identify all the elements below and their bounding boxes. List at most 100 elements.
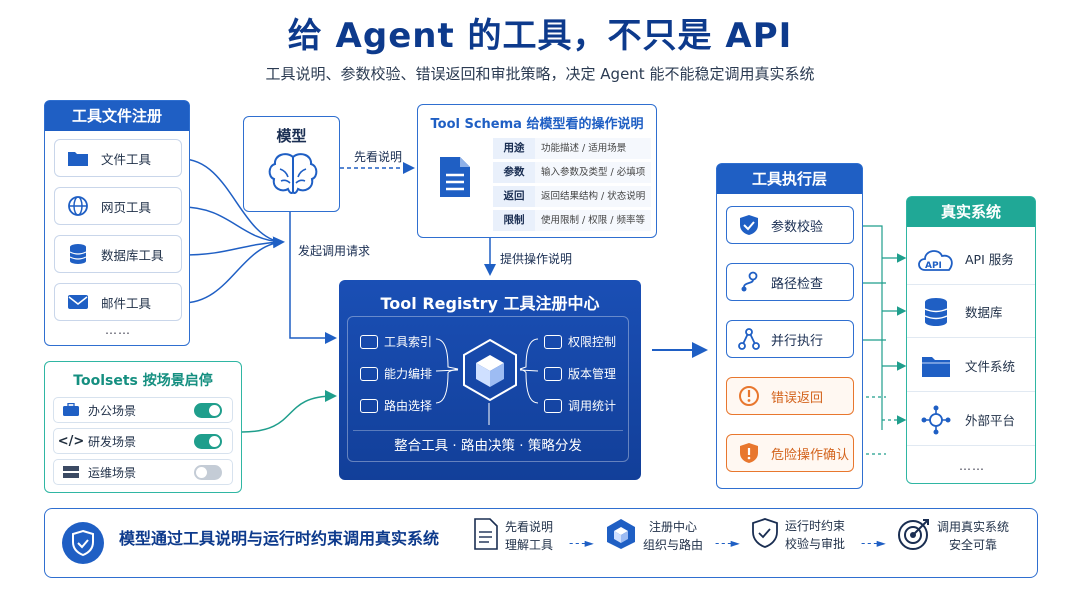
toolset-label: 办公场景: [88, 403, 137, 418]
real-item-label: 文件系统: [965, 359, 1016, 374]
toolsets-panel: Toolsets 按场景启停 办公场景 </> 研发场景 运维场景: [44, 361, 242, 493]
exec-step-label: 并行执行: [771, 333, 824, 349]
real-item-fs[interactable]: 文件系统: [907, 340, 1035, 392]
flow-arrow: - - -►: [715, 536, 740, 550]
document-icon: [438, 155, 472, 203]
toolset-row-dev[interactable]: </> 研发场景: [53, 428, 233, 454]
database-icon: [55, 243, 101, 265]
network-icon: [727, 328, 771, 350]
briefcase-icon: [54, 403, 88, 417]
registry-left-item: 工具索引: [360, 333, 432, 350]
model-title: 模型: [276, 127, 307, 145]
flow-step-read: 先看说明理解工具: [473, 517, 553, 555]
database-icon: [907, 297, 965, 327]
warning-shield-icon: [727, 442, 771, 464]
reg-item-label: 网页工具: [101, 199, 152, 215]
toolset-row-office[interactable]: 办公场景: [53, 397, 233, 423]
execution-layer-panel: 工具执行层 参数校验 路径检查 并行执行 错误返回 危险操作确认: [716, 163, 863, 489]
registry-right-item: 权限控制: [544, 333, 616, 350]
toolset-row-ops[interactable]: 运维场景: [53, 459, 233, 485]
call-request-label: 发起调用请求: [298, 244, 371, 258]
exec-step-label: 路径检查: [771, 276, 824, 292]
registry-title: Tool Registry 工具注册中心: [380, 294, 600, 313]
more-indicator: ……: [959, 459, 985, 473]
panel-title: 工具执行层: [717, 164, 862, 194]
page-title: 给 Agent 的工具，不只是 API: [287, 16, 793, 56]
registry-summary: 整合工具 · 路由决策 · 策略分发: [353, 430, 623, 458]
panel-title: 工具文件注册: [45, 101, 189, 131]
orchestration-icon: [360, 366, 378, 381]
flow-step-registry: 注册中心组织与路由: [605, 517, 703, 555]
flow-arrow: - - -►: [861, 536, 886, 550]
real-item-db[interactable]: 数据库: [907, 286, 1035, 338]
registry-left-item: 能力编排: [360, 365, 432, 382]
toolset-label: 运维场景: [88, 465, 137, 480]
version-icon: [544, 366, 562, 381]
registry-inner: 工具索引 能力编排 路由选择 权限控制 版本管理 调用统计: [347, 316, 629, 462]
toggle-switch-on[interactable]: [194, 434, 222, 449]
panel-title: 真实系统: [907, 197, 1035, 227]
registry-right-item: 版本管理: [544, 365, 616, 382]
exec-step-label: 错误返回: [771, 390, 824, 406]
schema-table: 用途功能描述 / 适用场景 参数输入参数及类型 / 必填项 返回返回结果结构 /…: [493, 137, 651, 233]
code-icon: </>: [57, 433, 85, 449]
exec-step-danger-confirm[interactable]: 危险操作确认: [726, 434, 854, 472]
reg-item-file[interactable]: 文件工具: [54, 139, 182, 177]
shield-check-icon: [751, 517, 779, 553]
reg-item-label: 邮件工具: [101, 295, 152, 311]
cube-icon: [605, 517, 637, 555]
route-icon: [727, 271, 771, 293]
folder-icon: [907, 354, 965, 378]
error-clock-icon: [727, 385, 771, 407]
network-icon: [907, 405, 965, 435]
exec-step-path-check[interactable]: 路径检查: [726, 263, 854, 301]
flow-arrow: - - -►: [569, 536, 594, 550]
registry-right-item: 调用统计: [544, 397, 616, 414]
schema-title: Tool Schema 给模型看的操作说明: [430, 117, 644, 132]
flow-step-call: 调用真实系统安全可靠: [897, 517, 1009, 555]
server-icon: [54, 465, 88, 479]
read-first-label: 先看说明: [354, 150, 403, 164]
schema-row: 返回返回结果结构 / 状态说明: [493, 185, 651, 208]
provide-instructions-label: 提供操作说明: [500, 252, 573, 266]
permission-icon: [544, 334, 562, 349]
mail-icon: [55, 294, 101, 310]
stats-icon: [544, 398, 562, 413]
exec-step-error-return[interactable]: 错误返回: [726, 377, 854, 415]
cube-icon: [460, 337, 520, 407]
real-item-external[interactable]: 外部平台: [907, 394, 1035, 446]
tool-registry-panel: Tool Registry 工具注册中心 工具索引 能力编排 路由选择 权限控制…: [339, 280, 641, 480]
folder-icon: [55, 149, 101, 167]
shield-check-icon: [61, 521, 105, 569]
svg-text:API: API: [925, 261, 942, 271]
real-item-label: 数据库: [965, 305, 1003, 320]
real-systems-panel: 真实系统 API API 服务 数据库 文件系统 外部平台 ……: [906, 196, 1036, 484]
schema-row: 参数输入参数及类型 / 必填项: [493, 161, 651, 184]
shield-check-icon: [727, 214, 771, 236]
page-subtitle: 工具说明、参数校验、错误返回和审批策略，决定 Agent 能不能稳定调用真实系统: [265, 65, 815, 83]
reg-item-mail[interactable]: 邮件工具: [54, 283, 182, 321]
document-icon: [473, 517, 499, 555]
registry-left-item: 路由选择: [360, 397, 432, 414]
target-icon: [897, 517, 931, 555]
schema-row: 限制使用限制 / 权限 / 频率等: [493, 209, 651, 232]
toggle-switch-on[interactable]: [194, 403, 222, 418]
schema-row: 用途功能描述 / 适用场景: [493, 137, 651, 160]
toolsets-title: Toolsets 按场景启停: [73, 373, 213, 389]
summary-text: 模型通过工具说明与运行时约束调用真实系统: [119, 529, 440, 548]
more-indicator: ……: [105, 323, 131, 337]
toolset-label: 研发场景: [88, 434, 137, 449]
exec-step-param-check[interactable]: 参数校验: [726, 206, 854, 244]
real-item-api[interactable]: API API 服务: [907, 233, 1035, 285]
index-icon: [360, 334, 378, 349]
routing-icon: [360, 398, 378, 413]
registry-links: [435, 338, 539, 425]
reg-item-label: 文件工具: [101, 151, 152, 167]
reg-item-label: 数据库工具: [101, 247, 164, 263]
exec-step-parallel[interactable]: 并行执行: [726, 320, 854, 358]
reg-item-web[interactable]: 网页工具: [54, 187, 182, 225]
reg-item-db[interactable]: 数据库工具: [54, 235, 182, 273]
real-item-label: API 服务: [965, 252, 1014, 267]
toggle-switch-off[interactable]: [194, 465, 222, 480]
summary-bar: 模型通过工具说明与运行时约束调用真实系统 先看说明理解工具 - - -► 注册中…: [44, 508, 1038, 578]
